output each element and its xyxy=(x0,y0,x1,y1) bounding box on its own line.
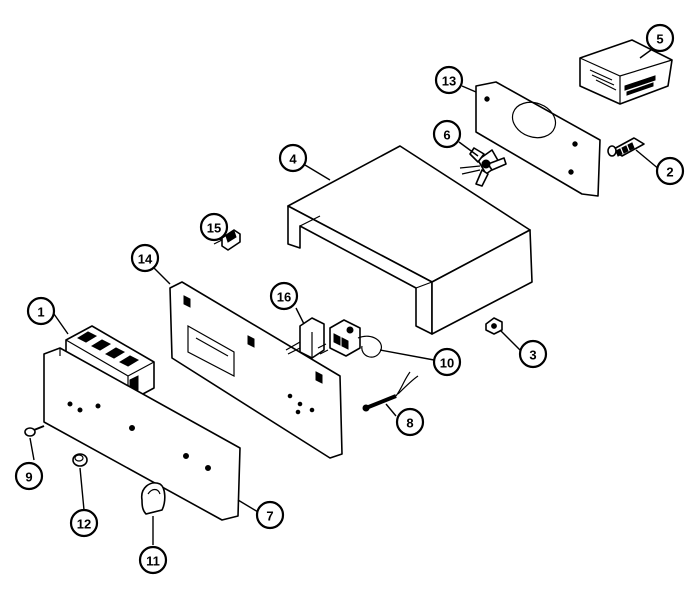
svg-text:2: 2 xyxy=(666,165,673,180)
svg-text:3: 3 xyxy=(529,348,536,363)
callout-14: 14 xyxy=(130,243,160,273)
part-13-back-plate xyxy=(475,81,601,197)
svg-text:5: 5 xyxy=(656,32,663,47)
leader-lines xyxy=(29,49,661,545)
svg-text:16: 16 xyxy=(277,290,291,305)
callout-1: 1 xyxy=(26,296,56,326)
part-14-mounting-panel xyxy=(169,281,343,459)
callout-12: 12 xyxy=(69,508,99,538)
callout-16: 16 xyxy=(269,281,299,311)
callout-3: 3 xyxy=(518,339,548,369)
svg-text:4: 4 xyxy=(289,152,297,167)
svg-text:13: 13 xyxy=(442,74,456,89)
svg-text:14: 14 xyxy=(138,252,153,267)
part-4-cabinet-cover xyxy=(287,145,533,335)
svg-text:10: 10 xyxy=(440,356,454,371)
svg-text:9: 9 xyxy=(25,470,32,485)
part-15-clip xyxy=(213,229,241,251)
callout-10: 10 xyxy=(432,347,462,377)
callout-8: 8 xyxy=(395,407,425,437)
callout-15: 15 xyxy=(199,212,229,242)
part-7-control-panel xyxy=(43,347,241,521)
callout-7: 7 xyxy=(255,500,285,530)
callout-4: 4 xyxy=(278,143,308,173)
svg-text:8: 8 xyxy=(406,416,413,431)
svg-text:7: 7 xyxy=(266,509,273,524)
part-2-terminal xyxy=(607,137,645,157)
callout-2: 2 xyxy=(655,156,685,186)
part-10-harness xyxy=(317,319,382,358)
part-11-knob xyxy=(140,482,166,515)
svg-text:1: 1 xyxy=(37,305,44,320)
callout-5: 5 xyxy=(645,23,675,53)
part-9-screw xyxy=(24,425,45,437)
part-6-fan xyxy=(459,147,507,187)
svg-text:11: 11 xyxy=(146,554,160,569)
callout-13: 13 xyxy=(434,65,464,95)
svg-text:12: 12 xyxy=(77,517,91,532)
part-5-trim-bracket xyxy=(579,39,673,105)
svg-text:15: 15 xyxy=(207,221,221,236)
svg-text:6: 6 xyxy=(443,128,450,143)
callout-11: 11 xyxy=(138,545,168,575)
callout-6: 6 xyxy=(432,119,462,149)
part-3-nut xyxy=(485,317,503,335)
part-12-button xyxy=(72,453,88,467)
part-16-switch-block xyxy=(285,317,325,359)
part-8-probe xyxy=(362,371,419,412)
callout-9: 9 xyxy=(14,461,44,491)
